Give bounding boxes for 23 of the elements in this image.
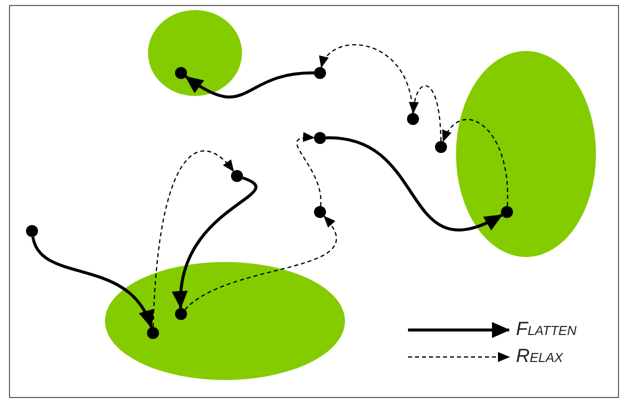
point-dot <box>175 308 187 320</box>
point-dot <box>435 141 447 153</box>
point-dot <box>314 206 326 218</box>
arrow <box>184 71 314 98</box>
arrow <box>326 136 503 232</box>
legend-label: Flatten <box>516 320 576 339</box>
arrow <box>173 176 258 309</box>
point-dot <box>26 225 38 237</box>
point-dot <box>314 132 326 144</box>
arrow <box>152 150 234 328</box>
arrow <box>296 132 322 206</box>
point-dot <box>314 67 326 79</box>
point-dot <box>147 327 159 339</box>
point-dot <box>501 206 513 218</box>
arrow <box>320 44 414 114</box>
arrow <box>442 118 508 206</box>
point-dot <box>175 67 187 79</box>
arrow <box>184 216 337 310</box>
arrow <box>31 236 153 328</box>
point-dot <box>407 113 419 125</box>
arrow <box>409 85 442 142</box>
legend-label: Relax <box>516 347 563 366</box>
point-dot <box>231 170 243 182</box>
